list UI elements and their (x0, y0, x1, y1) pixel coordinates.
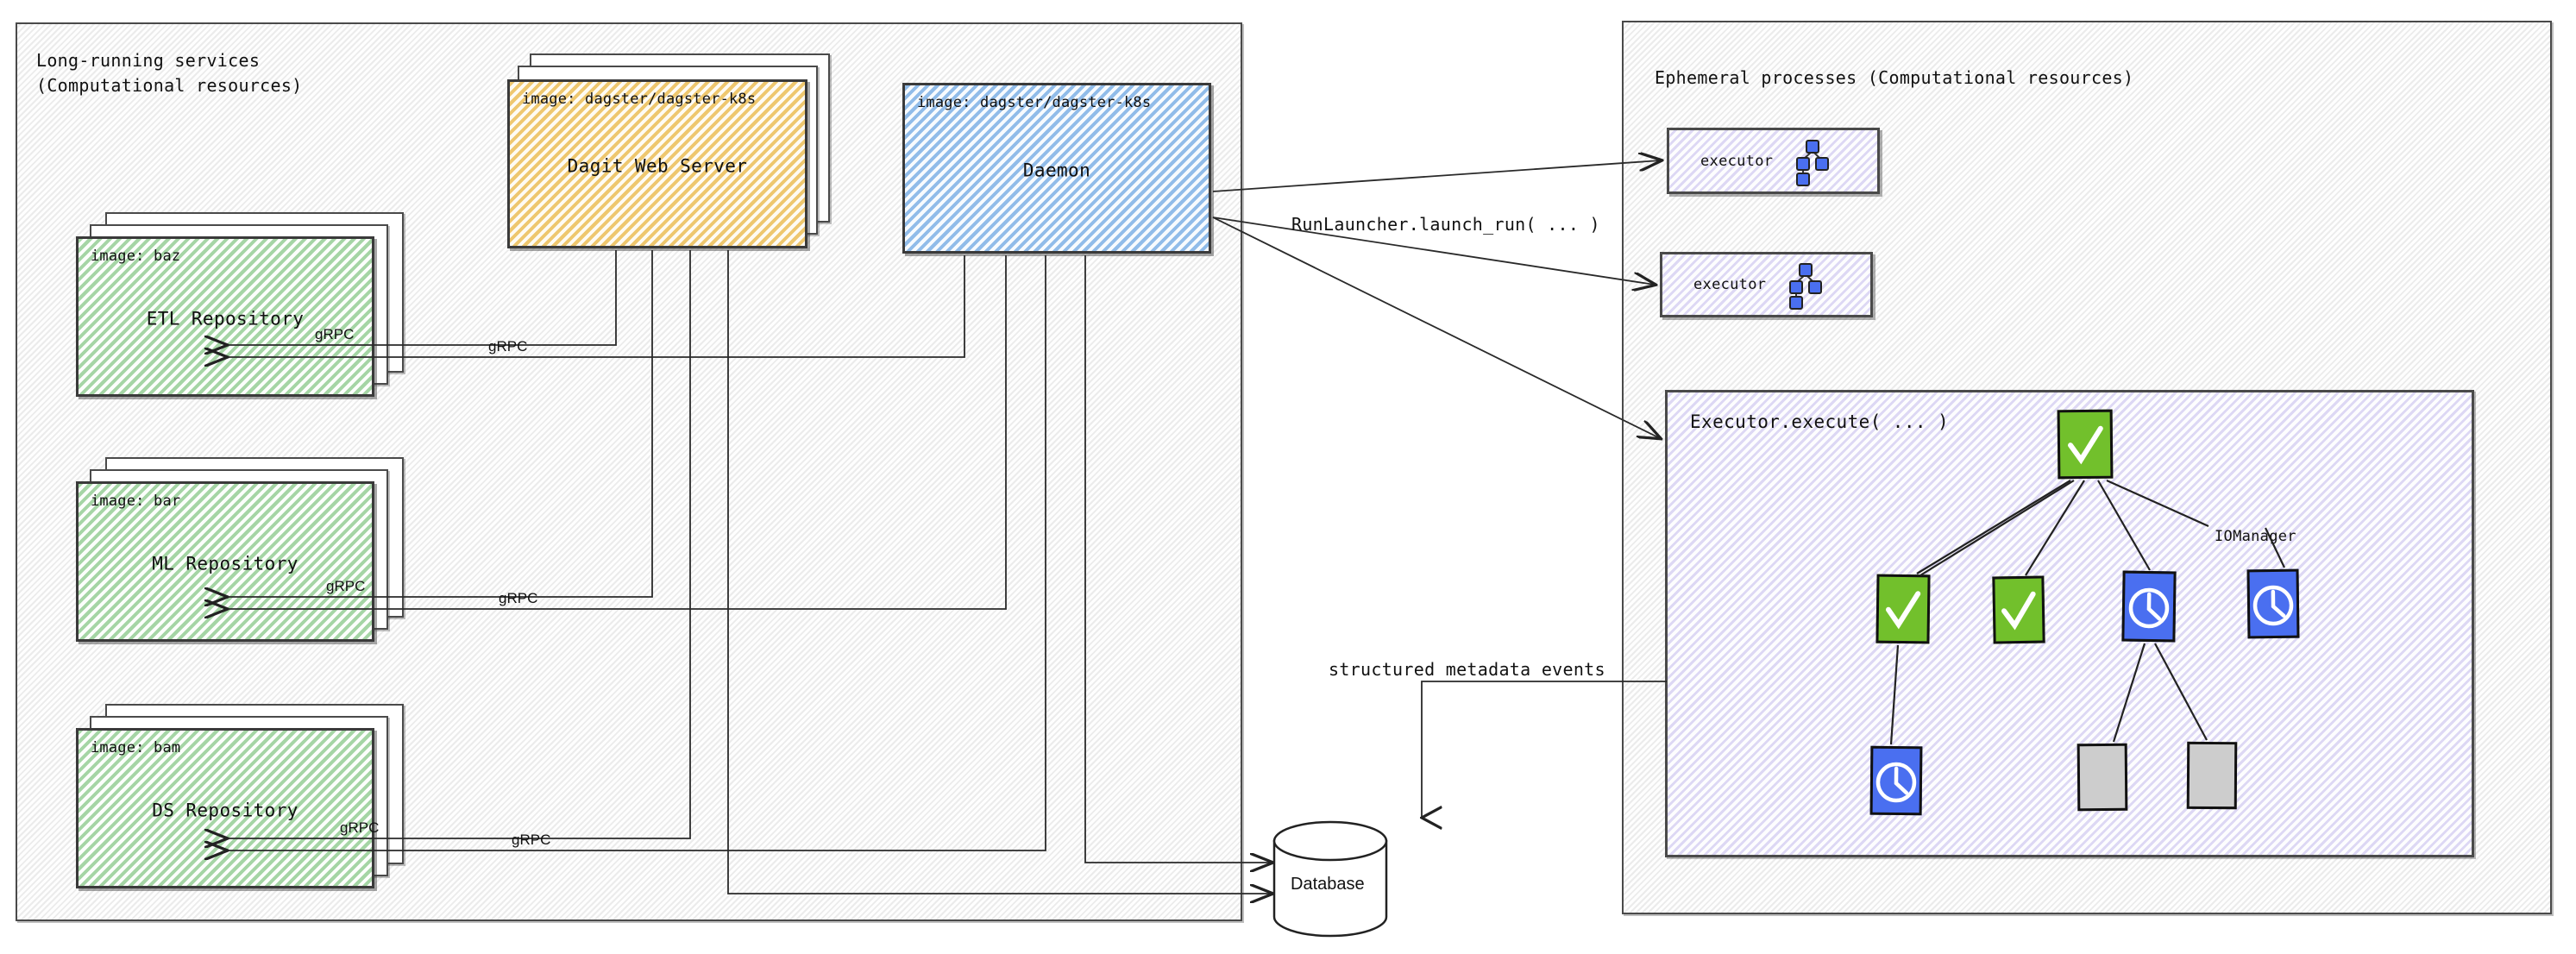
grpc-label-5: gRPC (499, 590, 538, 606)
dagit-title: Dagit Web Server (567, 155, 748, 177)
card-daemon[interactable]: image: dagster/dagster-k8s Daemon (902, 83, 1211, 254)
daemon-title: Daemon (1022, 160, 1091, 181)
card-etl-repository[interactable]: image: baz ETL Repository (76, 236, 374, 397)
grpc-label-3: gRPC (340, 819, 380, 836)
card-executor-1[interactable]: executor (1667, 128, 1880, 194)
etl-repository-title: ETL Repository (146, 308, 305, 330)
card-dagit-web-server[interactable]: image: dagster/dagster-k8s Dagit Web Ser… (507, 79, 807, 248)
card-executor-2[interactable]: executor (1660, 252, 1873, 317)
dag-tree-icon (1789, 263, 1823, 310)
region-ephemeral-processes-title: Ephemeral processes (Computational resou… (1655, 67, 2134, 88)
run-launcher-label: RunLauncher.launch_run( ... ) (1291, 214, 1600, 235)
database-cylinder[interactable] (1272, 820, 1388, 938)
ds-repository-title: DS Repository (152, 800, 298, 821)
structured-metadata-events-label: structured metadata events (1329, 659, 1605, 680)
dag-tree-icon (1796, 139, 1830, 186)
region-long-running-services-title: Long-running services (Computational res… (36, 50, 303, 96)
grpc-label-1: gRPC (315, 326, 355, 342)
card-ml-repository[interactable]: image: bar ML Repository (76, 481, 374, 642)
grpc-label-4: gRPC (488, 338, 528, 355)
ds-repository-image-label: image: bam (91, 739, 181, 756)
clock-icon (1875, 762, 1917, 803)
card-ds-repository[interactable]: image: bam DS Repository (76, 728, 374, 888)
executor-2-label: executor (1693, 276, 1767, 293)
ml-repository-image-label: image: bar (91, 493, 181, 510)
dag-node-op-d[interactable] (2246, 568, 2300, 639)
dag-node-op-c[interactable] (2121, 570, 2177, 643)
check-icon (2001, 591, 2036, 631)
dag-node-op-a[interactable] (1875, 574, 1931, 644)
dagit-image-label: image: dagster/dagster-k8s (522, 91, 757, 108)
iomanager-label: IOManager (2215, 528, 2296, 545)
dag-edges (1889, 479, 2285, 745)
dag-node-op-root[interactable] (2057, 409, 2114, 480)
run-launcher-edges (1212, 160, 1661, 438)
clock-icon (2252, 585, 2294, 626)
grpc-edges (226, 250, 1046, 850)
etl-repository-image-label: image: baz (91, 248, 181, 265)
clock-icon (2128, 587, 2170, 629)
executor-execute-title: Executor.execute( ... ) (1690, 411, 1949, 432)
metadata-event-edge (1422, 681, 1667, 818)
dag-node-op-e[interactable] (1869, 745, 1923, 816)
check-icon (2068, 425, 2103, 465)
database-edges (727, 250, 1272, 894)
daemon-image-label: image: dagster/dagster-k8s (917, 94, 1152, 111)
dag-node-op-b[interactable] (1992, 575, 2045, 644)
database-label: Database (1291, 875, 1365, 894)
grpc-label-6: gRPC (512, 832, 551, 848)
grpc-label-2: gRPC (326, 578, 366, 594)
executor-1-label: executor (1700, 152, 1774, 170)
check-icon (1885, 591, 1921, 630)
ml-repository-title: ML Repository (152, 553, 298, 574)
